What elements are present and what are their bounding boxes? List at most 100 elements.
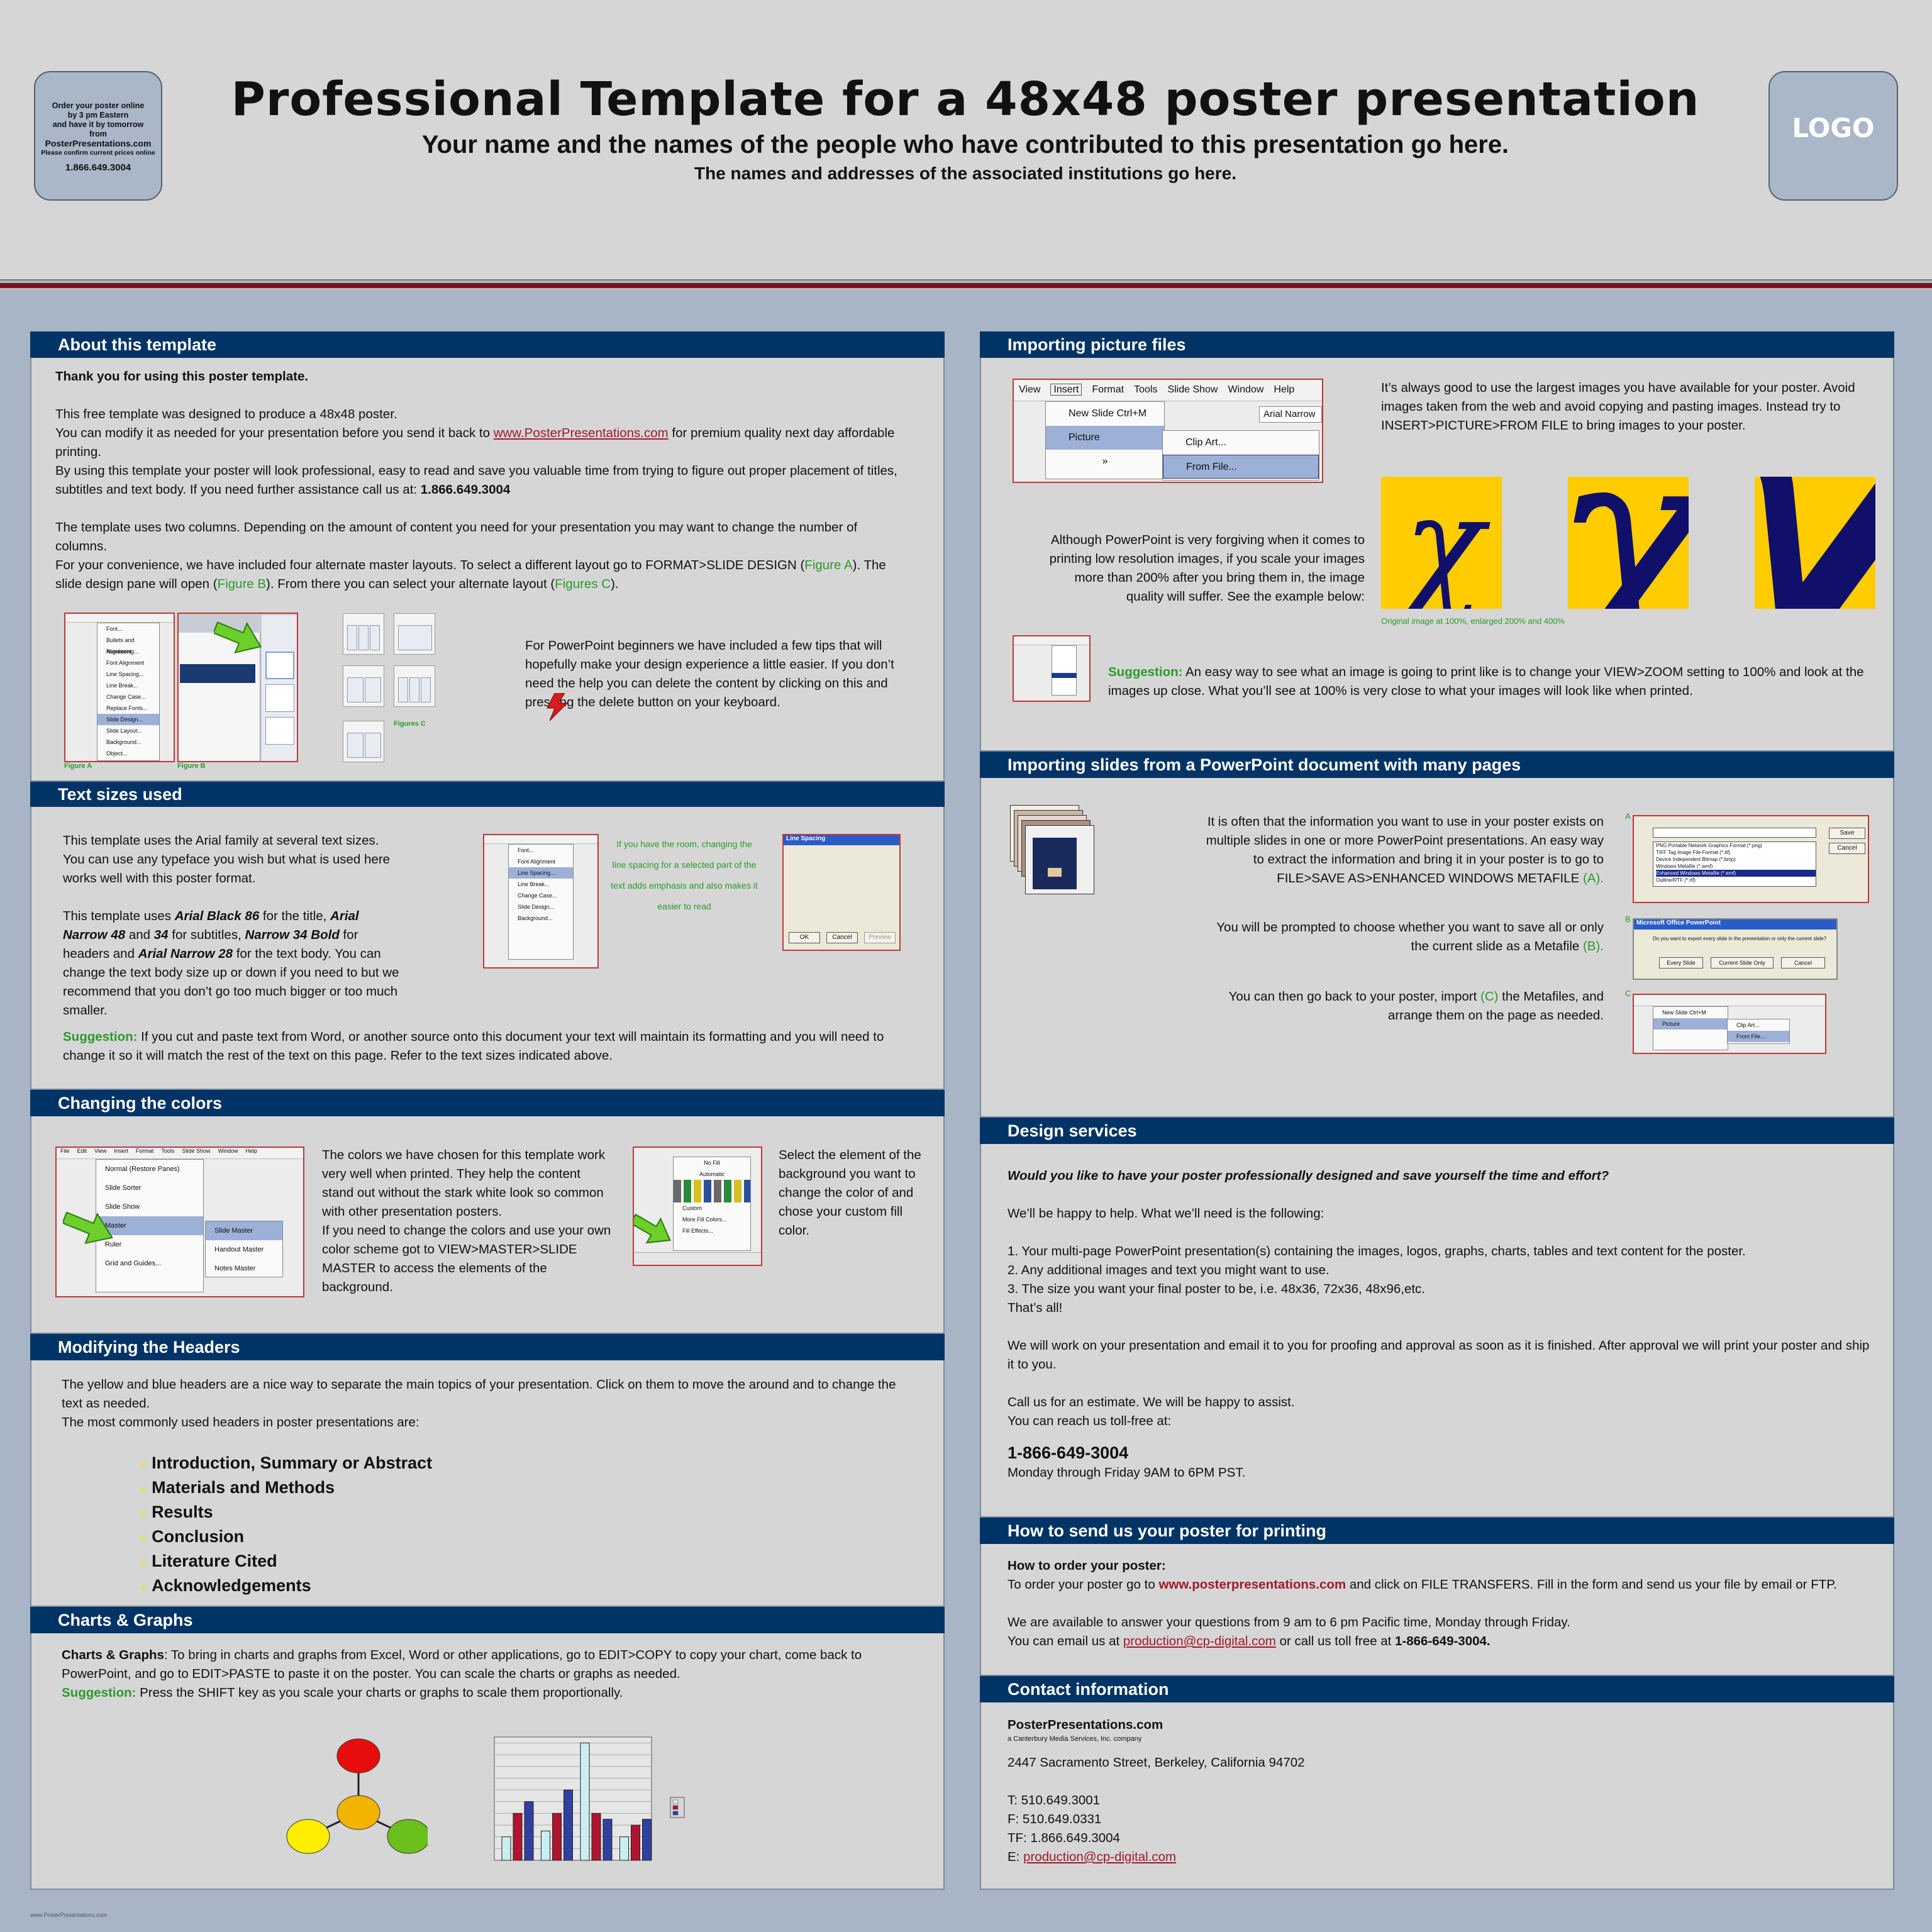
- headers-header[interactable]: Modifying the Headers: [30, 1334, 945, 1360]
- design-header[interactable]: Design services: [980, 1118, 1894, 1144]
- dialog-cancel-button[interactable]: Cancel: [826, 932, 858, 943]
- layout-thumbnail: [343, 665, 384, 707]
- menu-bar-item: View: [1019, 384, 1041, 395]
- charts-text: Charts & Graphs: To bring in charts and …: [62, 1646, 923, 1702]
- menu-bar: [65, 614, 174, 623]
- layout-thumbnail: [394, 613, 435, 655]
- design-item: That’s all!: [1008, 1301, 1063, 1315]
- colors-p2: If you need to change the colors and use…: [322, 1223, 611, 1294]
- suggestion-text: An easy way to see what an image is goin…: [1108, 665, 1864, 698]
- chart-bar: [602, 1819, 613, 1861]
- fig-ref: Figure A: [804, 558, 853, 572]
- contact-tollfree: TF: 1.866.649.3004: [1008, 1831, 1120, 1845]
- format-menu-screenshot: Font... Font Alignment Line Spacing... L…: [483, 834, 599, 969]
- suggestion-text: Press the SHIFT key as you scale your ch…: [136, 1685, 623, 1700]
- menu-item: Ruler: [105, 1241, 122, 1248]
- dialog-preview-button[interactable]: Preview: [864, 932, 896, 943]
- menu-bar-item: Tools: [161, 1148, 175, 1154]
- poster-site-link[interactable]: www.PosterPresentations.com: [493, 426, 669, 440]
- font-spec: Arial Narrow 28: [138, 947, 233, 961]
- fill-menu: No Fill Automatic Custom More Fill Color…: [673, 1157, 751, 1251]
- picture-text: It’s always good to use the largest imag…: [1381, 380, 1855, 433]
- file-type-option[interactable]: PNG Portable Network Graphics Format (*.…: [1656, 843, 1762, 848]
- menu-item[interactable]: Fill Effects...: [682, 1228, 713, 1234]
- chart-bar: [619, 1836, 629, 1861]
- poster-title: Professional Template for a 48x48 poster…: [231, 72, 1700, 126]
- legend-swatch: [672, 1811, 679, 1816]
- txt: for the text body. You can change the te…: [63, 947, 399, 1018]
- order-line: Order your poster online: [52, 101, 145, 110]
- dialog-ok-button[interactable]: OK: [789, 932, 820, 943]
- txt: and: [125, 928, 154, 942]
- email-link[interactable]: production@cp-digital.com: [1123, 1634, 1276, 1648]
- menu-item: Slide Show: [105, 1203, 140, 1211]
- zoom-screenshot: [1013, 635, 1091, 702]
- slides-p3-text: You can then go back to your poster, imp…: [1228, 989, 1481, 1004]
- headers-text: The yellow and blue headers are a nice w…: [62, 1375, 917, 1432]
- text-sizes-suggestion: Suggestion: If you cut and paste text fr…: [63, 1028, 912, 1065]
- text-sizes-header[interactable]: Text sizes used: [30, 782, 945, 807]
- menu-bar-item: Window: [218, 1148, 238, 1154]
- file-type-list[interactable]: PNG Portable Network Graphics Format (*.…: [1653, 841, 1816, 887]
- about-p5c: ). From there you can select your altern…: [266, 577, 555, 591]
- design-text: Would you like to have your poster profe…: [1008, 1167, 1875, 1482]
- contact-panel: [980, 1676, 1894, 1890]
- about-header[interactable]: About this template: [30, 331, 945, 358]
- order-note: Please confirm current prices online: [41, 149, 155, 157]
- suggestion-label: Suggestion:: [1108, 665, 1183, 679]
- menu-item: Bullets and Numbering...: [106, 637, 139, 655]
- about-p5d: ).: [611, 577, 619, 591]
- slides-p1-text: It is often that the information you wan…: [1206, 814, 1604, 886]
- printing-p1b: and click on FILE TRANSFERS. Fill in the…: [1346, 1577, 1837, 1592]
- printing-phone: 1-866-649-3004.: [1395, 1634, 1491, 1648]
- insert-menu: New Slide Ctrl+M Picture »: [1045, 401, 1165, 479]
- colors-p1: The colors we have chosen for this templ…: [322, 1148, 606, 1219]
- slides-header[interactable]: Importing slides from a PowerPoint docum…: [980, 752, 1894, 778]
- file-type-option[interactable]: Outline/RTF (*.rtf): [1656, 877, 1696, 883]
- cancel-button[interactable]: Cancel: [1781, 957, 1825, 969]
- colors-text: The colors we have chosen for this templ…: [322, 1146, 611, 1297]
- current-slide-button[interactable]: Current Slide Only: [1711, 957, 1774, 969]
- menu-bar-item: Format: [1092, 384, 1124, 395]
- file-type-option[interactable]: Windows Metafile (*.wmf): [1656, 863, 1713, 869]
- fig-a-letter: A: [1625, 811, 1631, 821]
- about-p2a: You can modify it as needed for your pre…: [55, 426, 494, 440]
- color-swatches[interactable]: [674, 1180, 750, 1202]
- contact-header[interactable]: Contact information: [980, 1676, 1894, 1702]
- picture-header[interactable]: Importing picture files: [980, 331, 1894, 358]
- menu-item: New Slide Ctrl+M: [1069, 408, 1147, 419]
- menu-item: Slide Layout...: [106, 728, 143, 734]
- colors-header[interactable]: Changing the colors: [30, 1090, 945, 1116]
- printing-sub: How to order your poster:: [1008, 1558, 1166, 1573]
- delete-lightning-icon[interactable]: [546, 693, 569, 721]
- symbol-200-image: χ: [1568, 477, 1689, 609]
- font-spec: Arial Black 86: [174, 909, 260, 923]
- design-item: 1. Your multi-page PowerPoint presentati…: [1008, 1244, 1746, 1258]
- order-site-link[interactable]: www.posterpresentations.com: [1158, 1577, 1346, 1592]
- menu-bar: [1014, 636, 1089, 645]
- contact-email-link[interactable]: production@cp-digital.com: [1023, 1850, 1177, 1864]
- picture-submenu: Clip Art... From File...: [1162, 430, 1319, 480]
- file-type-option[interactable]: Enhanced Windows Metafile (*.emf): [1656, 870, 1816, 877]
- headers-p2: The most commonly used headers in poster…: [62, 1415, 419, 1430]
- menu-item[interactable]: More Fill Colors...: [682, 1216, 727, 1223]
- save-button[interactable]: Save: [1829, 828, 1865, 839]
- menu-item: Change Case...: [106, 694, 146, 700]
- file-type-option[interactable]: TIFF Tag Image File Format (*.tif): [1656, 850, 1731, 855]
- order-info-box: Order your poster online by 3 pm Eastern…: [34, 71, 162, 201]
- menu-item: Picture: [1653, 1018, 1728, 1030]
- printing-header[interactable]: How to send us your poster for printing: [980, 1518, 1894, 1544]
- colors-select-text: Select the element of the background you…: [779, 1148, 921, 1238]
- order-site: PosterPresentations.com: [45, 138, 152, 148]
- cancel-button[interactable]: Cancel: [1829, 843, 1865, 854]
- file-type-option[interactable]: Device Independent Bitmap (*.bmp): [1656, 857, 1736, 862]
- poster-institutions: The names and addresses of the associate…: [694, 164, 1236, 183]
- contact-text: PosterPresentations.com a Canterbury Med…: [1008, 1716, 1875, 1867]
- format-menu: Font... Bullets and Numbering... Alignme…: [97, 623, 160, 761]
- design-item: 2. Any additional images and text you mi…: [1008, 1263, 1330, 1277]
- charts-header[interactable]: Charts & Graphs: [30, 1607, 945, 1633]
- master-submenu: Slide Master Handout Master Notes Master: [205, 1221, 283, 1277]
- green-arrow-icon: [63, 1211, 113, 1244]
- menu-bar-item: Insert: [114, 1148, 128, 1154]
- every-slide-button[interactable]: Every Slide: [1659, 957, 1703, 969]
